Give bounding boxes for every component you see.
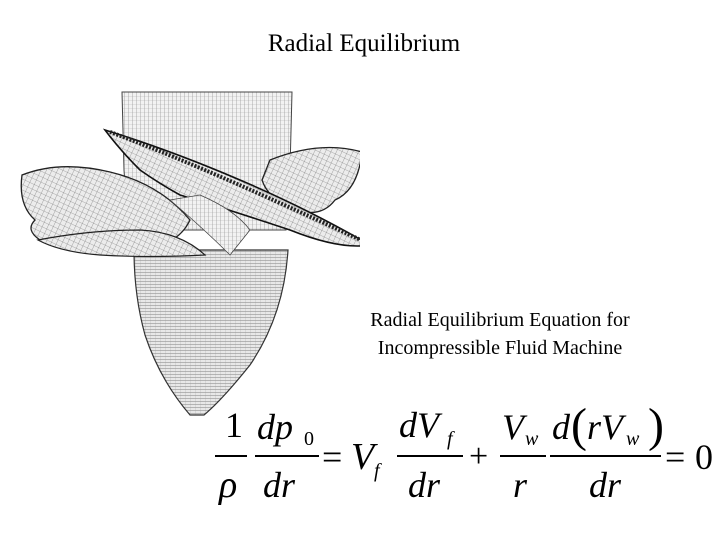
eq-plus: + — [469, 438, 488, 475]
eq-f-sub-1: f — [374, 460, 382, 482]
eq-w-sub-2: w — [626, 428, 640, 450]
eq-w-sub-1: w — [525, 428, 539, 450]
eq-zero: 0 — [695, 437, 713, 477]
eq-open-paren: ( — [571, 399, 587, 452]
eq-rV: rV — [587, 407, 627, 447]
blade-lower-left — [36, 229, 207, 258]
eq-close-paren: ) — [648, 399, 664, 452]
eq-dr-3: dr — [589, 465, 622, 505]
eq-dr-1: dr — [263, 465, 296, 505]
eq-dV: dV — [399, 405, 443, 445]
eq-d: d — [552, 407, 571, 447]
eq-dr-2: dr — [408, 465, 441, 505]
blade-front — [102, 128, 360, 247]
eq-r: r — [513, 465, 528, 505]
eq-dp: dp — [257, 407, 293, 447]
eq-equals-2: = — [665, 437, 685, 477]
slide-title: Radial Equilibrium — [267, 30, 461, 57]
propeller-mesh-image — [20, 91, 360, 416]
equation-caption: Radial Equilibrium Equation for Incompre… — [330, 306, 670, 362]
caption-line-2: Incompressible Fluid Machine — [377, 337, 623, 359]
eq-V-1: V — [351, 436, 378, 478]
eq-equals-1: = — [322, 437, 342, 477]
eq-rho: ρ — [218, 464, 237, 506]
caption-line-1: Radial Equilibrium Equation for — [370, 309, 630, 331]
eq-p-sub: 0 — [304, 428, 314, 450]
eq-V-2: V — [502, 407, 528, 447]
hub-cone — [133, 249, 289, 416]
blade-root — [169, 194, 251, 256]
radial-equilibrium-equation: 1 ρ dp 0 dr = V f dV f dr + V w r d ( rV… — [215, 399, 713, 506]
eq-one: 1 — [225, 405, 243, 445]
eq-f-sub-2: f — [447, 428, 455, 450]
blade-edge-line — [109, 130, 360, 242]
